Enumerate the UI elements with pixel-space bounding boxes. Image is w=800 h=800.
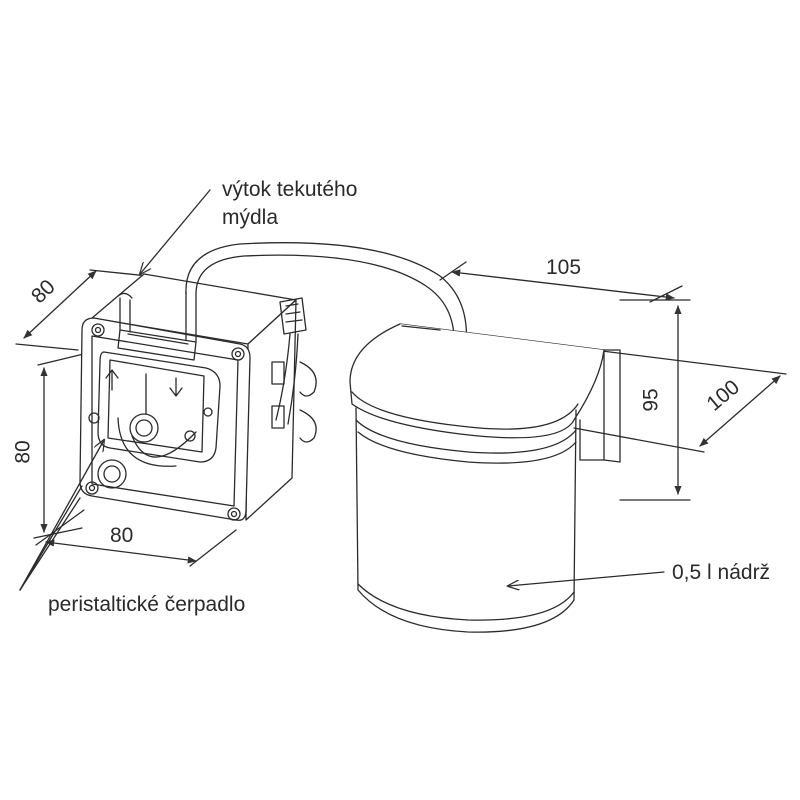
dim-pump-width-value: 80: [110, 524, 134, 547]
outlet-label-line1: výtok tekutého: [222, 178, 358, 201]
tank: [349, 323, 621, 633]
dim-tank-height-value: 95: [639, 388, 663, 412]
tank-label: 0,5 l nádrž: [672, 561, 771, 584]
outlet-label-line2: mýdla: [222, 206, 279, 229]
dim-tank-length-value: 105: [546, 256, 582, 279]
pump-body: [79, 273, 317, 521]
dim-tank-depth: [573, 349, 787, 453]
leader-lines: [19, 189, 665, 590]
dim-pump-height-value: 80: [11, 440, 35, 464]
pump-label: peristaltické čerpadlo: [48, 593, 246, 616]
dim-tank-height: [619, 299, 691, 501]
dim-tank-length: [439, 261, 683, 303]
